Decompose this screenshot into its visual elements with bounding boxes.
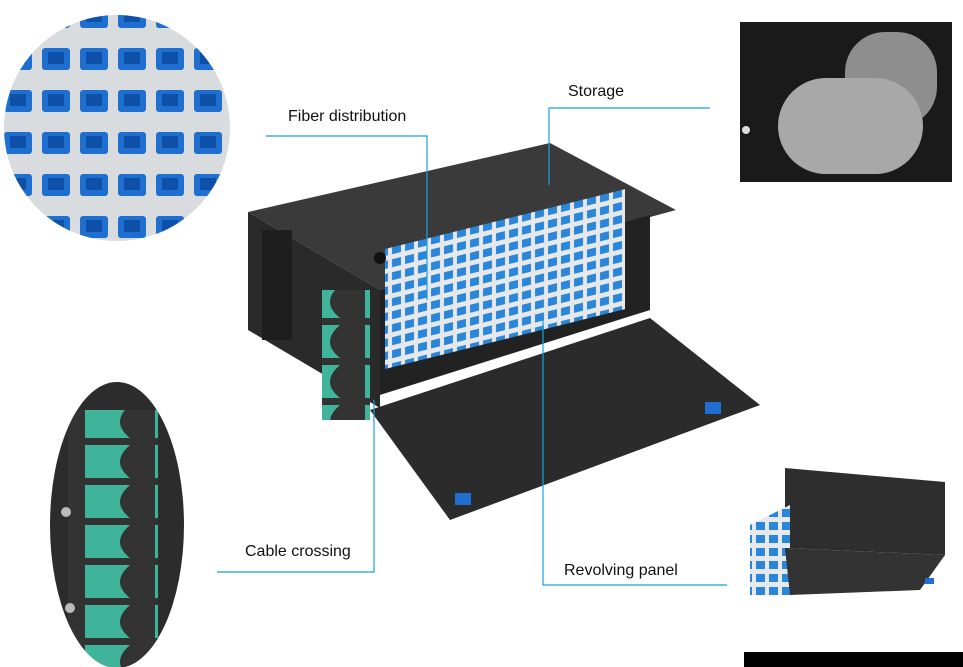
fiber-chassis: [248, 143, 760, 520]
revolving-panel-label: Revolving panel: [564, 562, 678, 579]
fiber-distribution-label: Fiber distribution: [288, 108, 407, 125]
cable-crossing-label: Cable crossing: [245, 543, 351, 560]
cable-crossing-zoom-inset: [50, 382, 184, 667]
cable-crossing-leader: [217, 400, 375, 573]
revolving-panel-thumbnail: [750, 468, 945, 595]
storage-label: Storage: [568, 83, 625, 100]
adapters-zoom-inset: [4, 15, 230, 241]
storage-leader: [548, 107, 710, 185]
revolving-panel-leader: [542, 320, 727, 586]
black-bar: [744, 652, 963, 667]
storage-inset: [740, 22, 952, 182]
leader-lines: [217, 107, 727, 586]
fiber-distribution-leader: [266, 135, 428, 300]
